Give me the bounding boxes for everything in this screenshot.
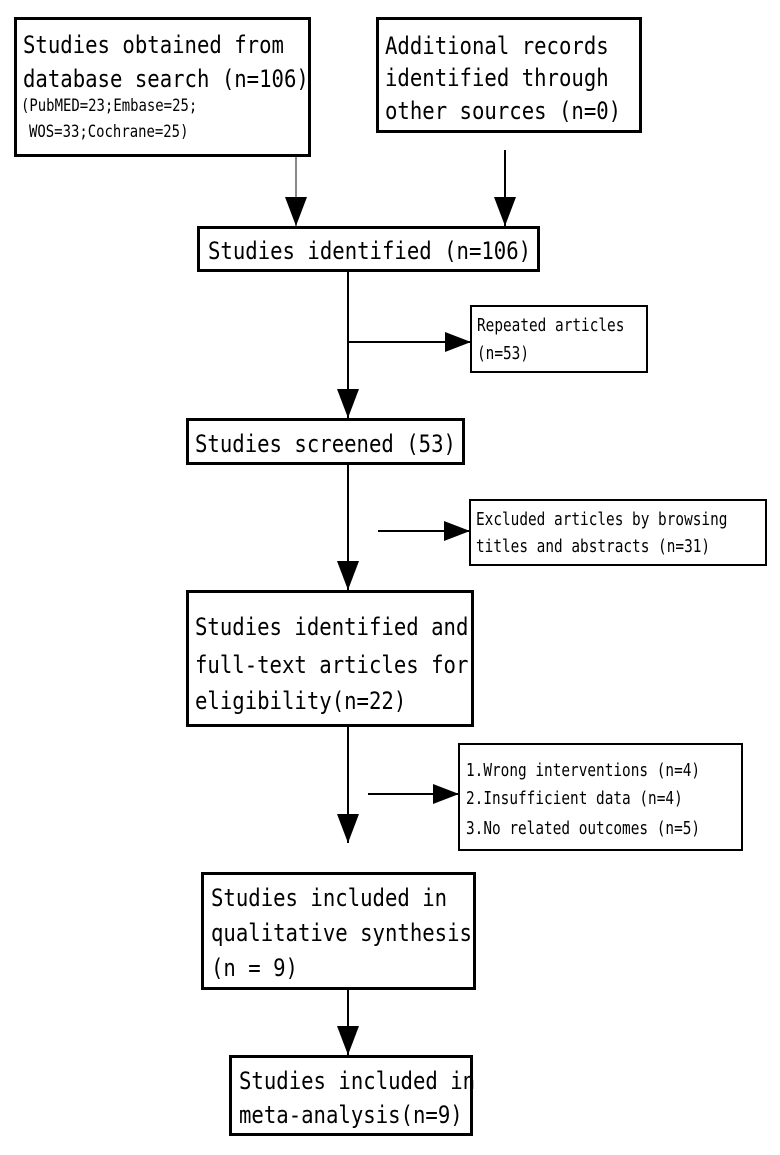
database-search-box: Studies obtained from database search (n… — [14, 17, 311, 157]
meta-line-2: meta-analysis(n=9) — [239, 1101, 463, 1129]
eligibility-box: Studies identified and full-text article… — [186, 590, 474, 727]
qualitative-line-2: qualitative synthesis — [211, 919, 472, 947]
database-line-1: Studies obtained from — [23, 31, 284, 59]
repeated-line-2: (n=53) — [477, 343, 530, 364]
reasons-line-2: 2.Insufficient data (n=4) — [466, 788, 683, 809]
database-line-3: (PubMED=23;Embase=25; — [21, 96, 198, 116]
studies-screened-box: Studies screened (53) — [186, 418, 465, 465]
meta-line-1: Studies included in — [239, 1067, 476, 1095]
database-line-2: database search (n=106) — [23, 65, 309, 93]
database-line-4: WOS=33;Cochrane=25) — [29, 122, 189, 142]
additional-line-3: other sources (n=0) — [385, 97, 622, 125]
additional-line-1: Additional records — [385, 32, 609, 60]
eligibility-line-2: full-text articles for — [195, 651, 469, 679]
excluded-articles-box: Excluded articles by browsing titles and… — [469, 499, 767, 566]
eligibility-line-1: Studies identified and — [195, 613, 469, 641]
identified-line-1: Studies identified (n=106) — [208, 237, 532, 265]
exclusion-reasons-box: 1.Wrong interventions (n=4) 2.Insufficie… — [458, 743, 743, 851]
reasons-line-3: 3.No related outcomes (n=5) — [466, 818, 701, 839]
additional-line-2: identified through — [385, 64, 609, 92]
meta-analysis-box: Studies included in meta-analysis(n=9) — [229, 1055, 476, 1136]
screened-line-1: Studies screened (53) — [195, 430, 456, 458]
repeated-articles-box: Repeated articles (n=53) — [470, 305, 648, 373]
repeated-line-1: Repeated articles — [477, 315, 625, 336]
eligibility-line-3: eligibility(n=22) — [195, 687, 407, 715]
additional-records-box: Additional records identified through ot… — [376, 17, 642, 133]
qualitative-line-3: (n = 9) — [211, 954, 298, 982]
excluded-line-1: Excluded articles by browsing — [476, 509, 728, 530]
qualitative-synthesis-box: Studies included in qualitative synthesi… — [201, 872, 476, 990]
studies-identified-box: Studies identified (n=106) — [197, 226, 540, 272]
excluded-line-2: titles and abstracts (n=31) — [476, 536, 711, 557]
qualitative-line-1: Studies included in — [211, 884, 448, 912]
reasons-line-1: 1.Wrong interventions (n=4) — [466, 760, 701, 781]
